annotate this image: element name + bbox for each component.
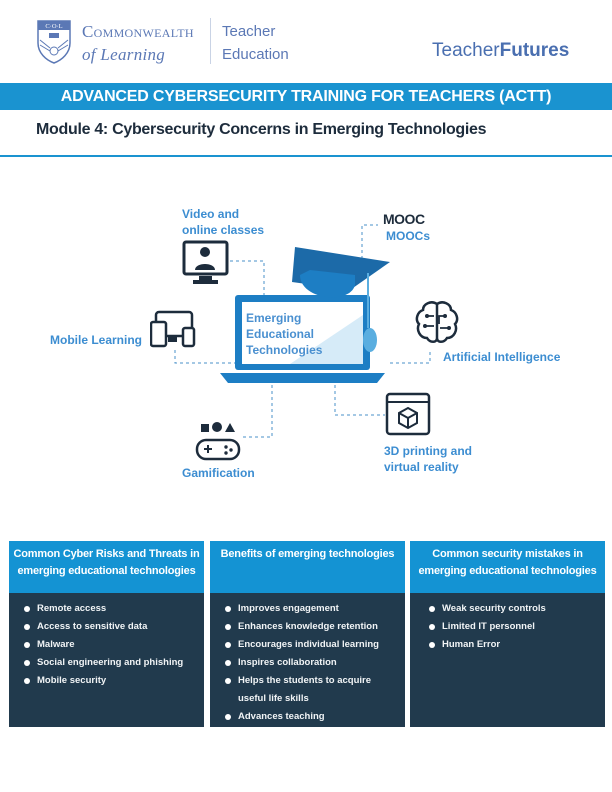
list-item: Human Error bbox=[428, 636, 605, 654]
col-line2: of Learning bbox=[82, 45, 166, 64]
list-item: Encourages individual learning bbox=[224, 636, 405, 654]
mooc-logo: MOOC bbox=[383, 211, 425, 227]
list-item: Weak security controls bbox=[428, 600, 605, 618]
list-item: Malware bbox=[23, 636, 204, 654]
teacherfutures-logo: TeacherFutures bbox=[432, 40, 569, 62]
benefits-column: Benefits of emerging technologies Improv… bbox=[210, 541, 405, 727]
logo-text: C·O·L bbox=[45, 23, 62, 30]
divider bbox=[0, 155, 612, 157]
list-item: Mobile security bbox=[23, 672, 204, 690]
mobile-devices-icon bbox=[150, 310, 196, 348]
banner: ADVANCED CYBERSECURITY TRAINING FOR TEAC… bbox=[0, 83, 612, 110]
mobile-label: Mobile Learning bbox=[50, 333, 143, 347]
list-item: Limited IT personnel bbox=[428, 618, 605, 636]
list-item: Advances teaching bbox=[224, 708, 405, 726]
list-item: Helps the students to acquire useful lif… bbox=[224, 672, 405, 708]
tf-bold: Futures bbox=[499, 40, 570, 61]
list-item: Remote access bbox=[23, 600, 204, 618]
teacher-text: Teacher bbox=[222, 23, 276, 40]
brain-circuit-icon bbox=[415, 301, 459, 343]
list-item: Social engineering and phishing bbox=[23, 654, 204, 672]
col-wordmark: Commonwealth of Learning bbox=[82, 20, 194, 66]
list-item: Inspires collaboration bbox=[224, 654, 405, 672]
teacher-education: Teacher Education bbox=[222, 20, 289, 66]
page-title: Module 4: Cybersecurity Concerns in Emer… bbox=[36, 121, 487, 138]
laptop-graduation-cap-icon bbox=[220, 247, 390, 383]
gamification-label: Gamification bbox=[182, 466, 255, 480]
mistakes-header: Common security mistakes in emerging edu… bbox=[410, 541, 605, 593]
list-item: Access to sensitive data bbox=[23, 618, 204, 636]
tf-light: Teacher bbox=[432, 40, 500, 61]
risks-header: Common Cyber Risks and Threats in emergi… bbox=[9, 541, 204, 593]
list-item: Enhances knowledge retention bbox=[224, 618, 405, 636]
education-text: Education bbox=[222, 46, 289, 63]
3d-printer-icon bbox=[385, 392, 431, 436]
list-item: Improves engagement bbox=[224, 600, 405, 618]
header-divider bbox=[210, 18, 211, 64]
moocs-label: MOOCs bbox=[386, 229, 431, 243]
mistakes-column: Common security mistakes in emerging edu… bbox=[410, 541, 605, 727]
benefits-header: Benefits of emerging technologies bbox=[210, 541, 405, 593]
risks-column: Common Cyber Risks and Threats in emergi… bbox=[9, 541, 204, 727]
connector-lines bbox=[174, 224, 431, 438]
video-monitor-icon bbox=[182, 240, 229, 284]
col-logo-icon: C·O·L bbox=[37, 20, 71, 64]
ai-label: Artificial Intelligence bbox=[443, 350, 561, 364]
col-line1: Commonwealth bbox=[82, 22, 194, 41]
gamepad-icon bbox=[195, 422, 241, 461]
